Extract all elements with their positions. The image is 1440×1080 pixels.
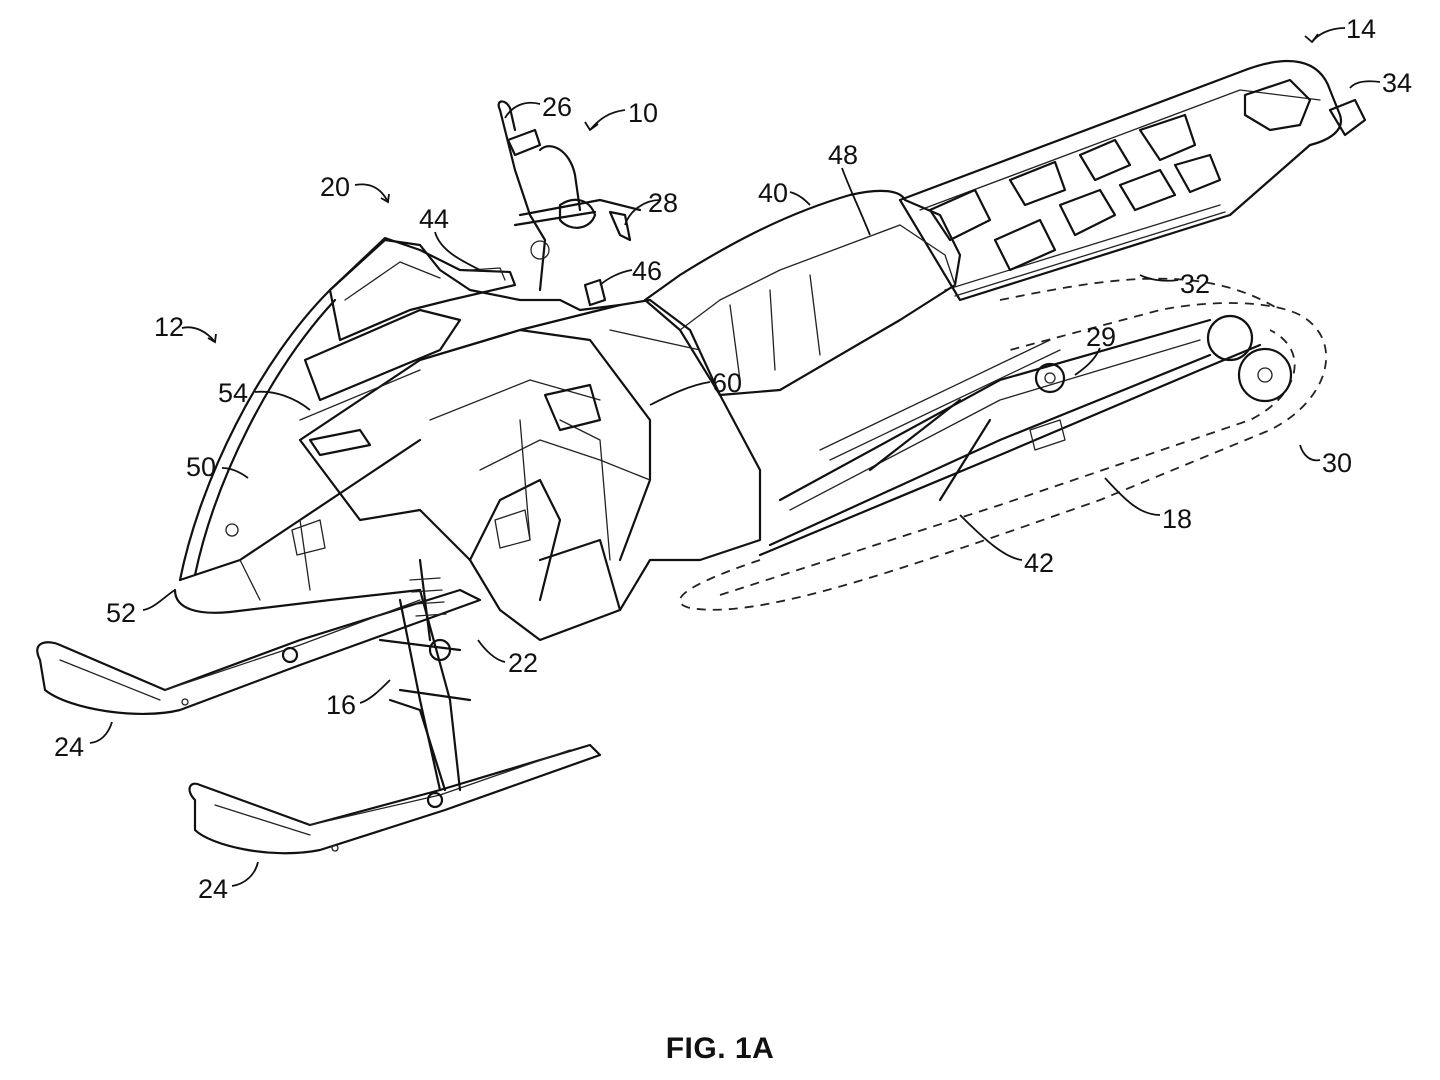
ref-ski-left: 24 [54,732,84,762]
handlebar-assembly [497,100,642,307]
ref-steering-column: 22 [508,648,538,678]
ref-vehicle: 10 [628,98,658,128]
seat [643,189,962,397]
hood [173,238,622,614]
ref-headlight: 54 [218,378,248,408]
ref-rear-end: 14 [1346,14,1376,44]
body-shell [291,298,762,642]
ref-ski-right: 24 [198,874,228,904]
windshield [328,236,517,342]
ref-seat-rear: 48 [828,140,858,170]
leader-lines [89,27,1381,887]
tunnel [898,59,1367,302]
ref-tunnel: 32 [1180,269,1210,299]
ref-fuel-cap: 46 [632,256,662,286]
ref-seat: 40 [758,178,788,208]
ref-frame: 42 [1024,548,1054,578]
ref-front-suspension: 16 [326,690,356,720]
reference-numerals: 26 10 20 28 44 46 40 48 32 34 14 29 30 1… [54,14,1412,904]
ref-track: 30 [1322,448,1352,478]
ref-front-bumper: 52 [106,598,136,628]
rear-suspension [758,314,1293,557]
track-outline [678,277,1327,611]
ref-rear-bumper: 34 [1382,68,1412,98]
ref-windshield: 44 [419,204,449,234]
ref-hood: 50 [186,452,216,482]
ref-handlebar-grip: 28 [648,188,678,218]
ref-rear-suspension: 18 [1162,504,1192,534]
front-suspension-and-skis [36,558,602,855]
ref-idler-wheel: 29 [1086,322,1116,352]
ref-front-end: 12 [154,312,184,342]
ref-body: 20 [320,172,350,202]
figure-caption: FIG. 1A [665,1032,775,1065]
ref-handlebar: 26 [542,92,572,122]
ref-side-panel: 60 [712,368,742,398]
